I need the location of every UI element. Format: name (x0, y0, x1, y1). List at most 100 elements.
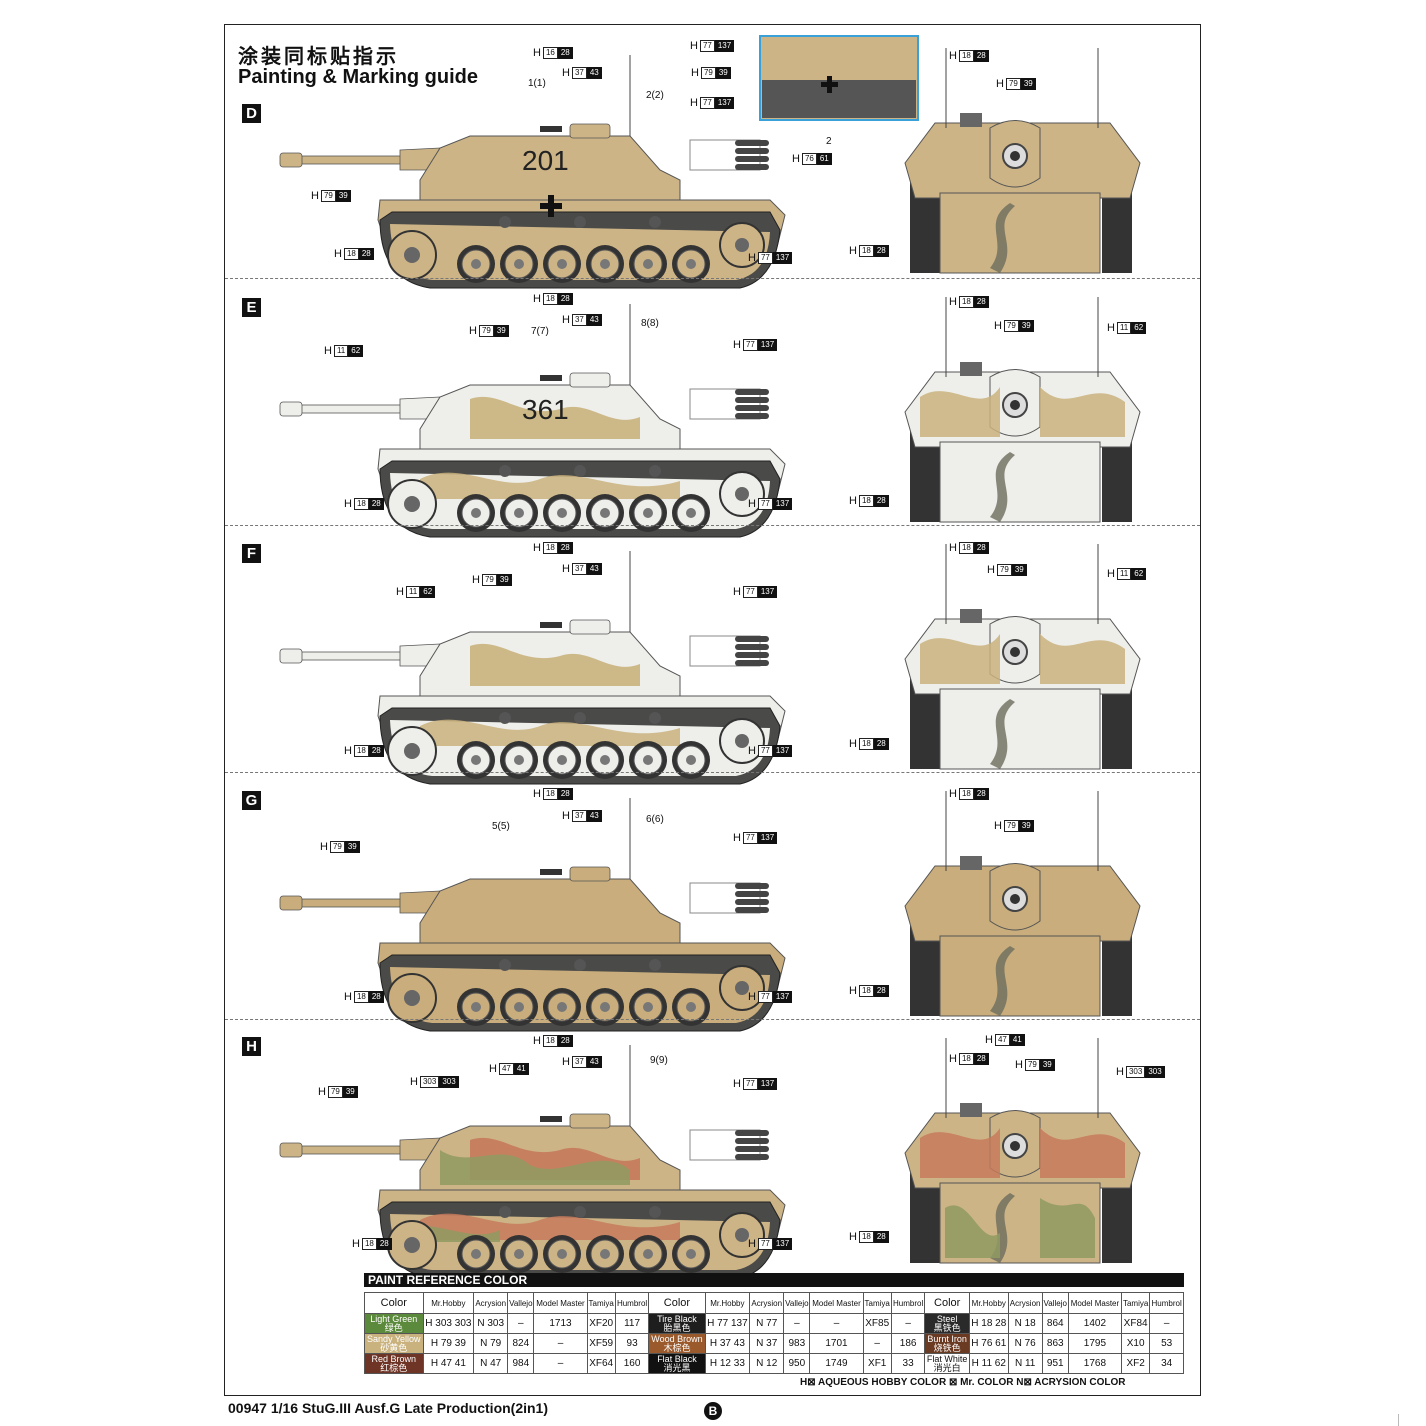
scheme-label-E: E (242, 298, 261, 317)
table-cell: 984 (507, 1353, 535, 1374)
column-header: Vallejo (1041, 1292, 1069, 1314)
side-view-F (279, 551, 786, 785)
scheme-label-H: H (242, 1037, 261, 1056)
title-chinese: 涂装同标贴指示 (238, 44, 399, 68)
table-cell: X10 (1120, 1333, 1151, 1354)
table-cell: 1701 (809, 1333, 864, 1354)
section-separator (225, 525, 1200, 526)
side-view-H (279, 1045, 786, 1279)
table-cell: N 76 (1007, 1333, 1043, 1354)
table-cell: H 37 43 (704, 1333, 751, 1354)
table-cell: H 77 137 (704, 1313, 751, 1334)
part-number-label: 7(7) (531, 326, 549, 337)
table-cell: N 12 (749, 1353, 785, 1374)
front-view-H (904, 1038, 1141, 1264)
table-cell: – (1149, 1313, 1184, 1334)
side-view-G (279, 798, 786, 1032)
table-cell: – (783, 1313, 811, 1334)
page-marker: B (704, 1402, 722, 1420)
front-view-E (904, 297, 1141, 523)
title-english: Painting & Marking guide (238, 66, 479, 88)
front-view-D (904, 48, 1141, 274)
column-header: Acrysion (1007, 1292, 1043, 1314)
table-cell: XF84 (1120, 1313, 1151, 1334)
reference-title: PAINT REFERENCE COLOR (364, 1273, 1184, 1287)
column-header: Color (924, 1292, 970, 1314)
table-cell: 117 (614, 1313, 650, 1334)
table-cell: – (890, 1313, 926, 1334)
page-frame (224, 24, 1201, 1396)
balkenkreuz-icon (540, 195, 562, 217)
table-cell: H 47 41 (422, 1353, 475, 1374)
part-number-label: 9(9) (650, 1055, 668, 1066)
table-cell: N 303 (473, 1313, 509, 1334)
table-cell: – (533, 1333, 588, 1354)
column-header: Model Master (533, 1292, 588, 1314)
side-view-E: 361 (279, 304, 786, 538)
column-header: Humbrol (890, 1292, 926, 1314)
column-header: Mr.Hobby (968, 1292, 1009, 1314)
table-cell: 33 (890, 1353, 926, 1374)
table-cell: 1713 (533, 1313, 588, 1334)
table-cell: 186 (890, 1333, 926, 1354)
table-cell: 160 (614, 1353, 650, 1374)
table-cell: N 18 (1007, 1313, 1043, 1334)
table-cell: 950 (783, 1353, 811, 1374)
section-separator (225, 278, 1200, 279)
front-view-F (904, 544, 1141, 770)
column-header: Acrysion (749, 1292, 785, 1314)
table-cell: N 47 (473, 1353, 509, 1374)
table-cell: 1402 (1067, 1313, 1122, 1334)
column-header: Color (364, 1292, 424, 1314)
column-header: Tamiya (1120, 1292, 1151, 1314)
table-cell: 93 (614, 1333, 650, 1354)
table-cell: XF20 (586, 1313, 616, 1334)
column-header: Tamiya (862, 1292, 892, 1314)
table-cell: XF1 (862, 1353, 892, 1374)
scheme-label-F: F (242, 544, 261, 563)
divider (1398, 1414, 1400, 1426)
table-cell: XF85 (862, 1313, 892, 1334)
front-view-G (904, 791, 1141, 1017)
column-header: Vallejo (783, 1292, 811, 1314)
column-header: Model Master (809, 1292, 864, 1314)
